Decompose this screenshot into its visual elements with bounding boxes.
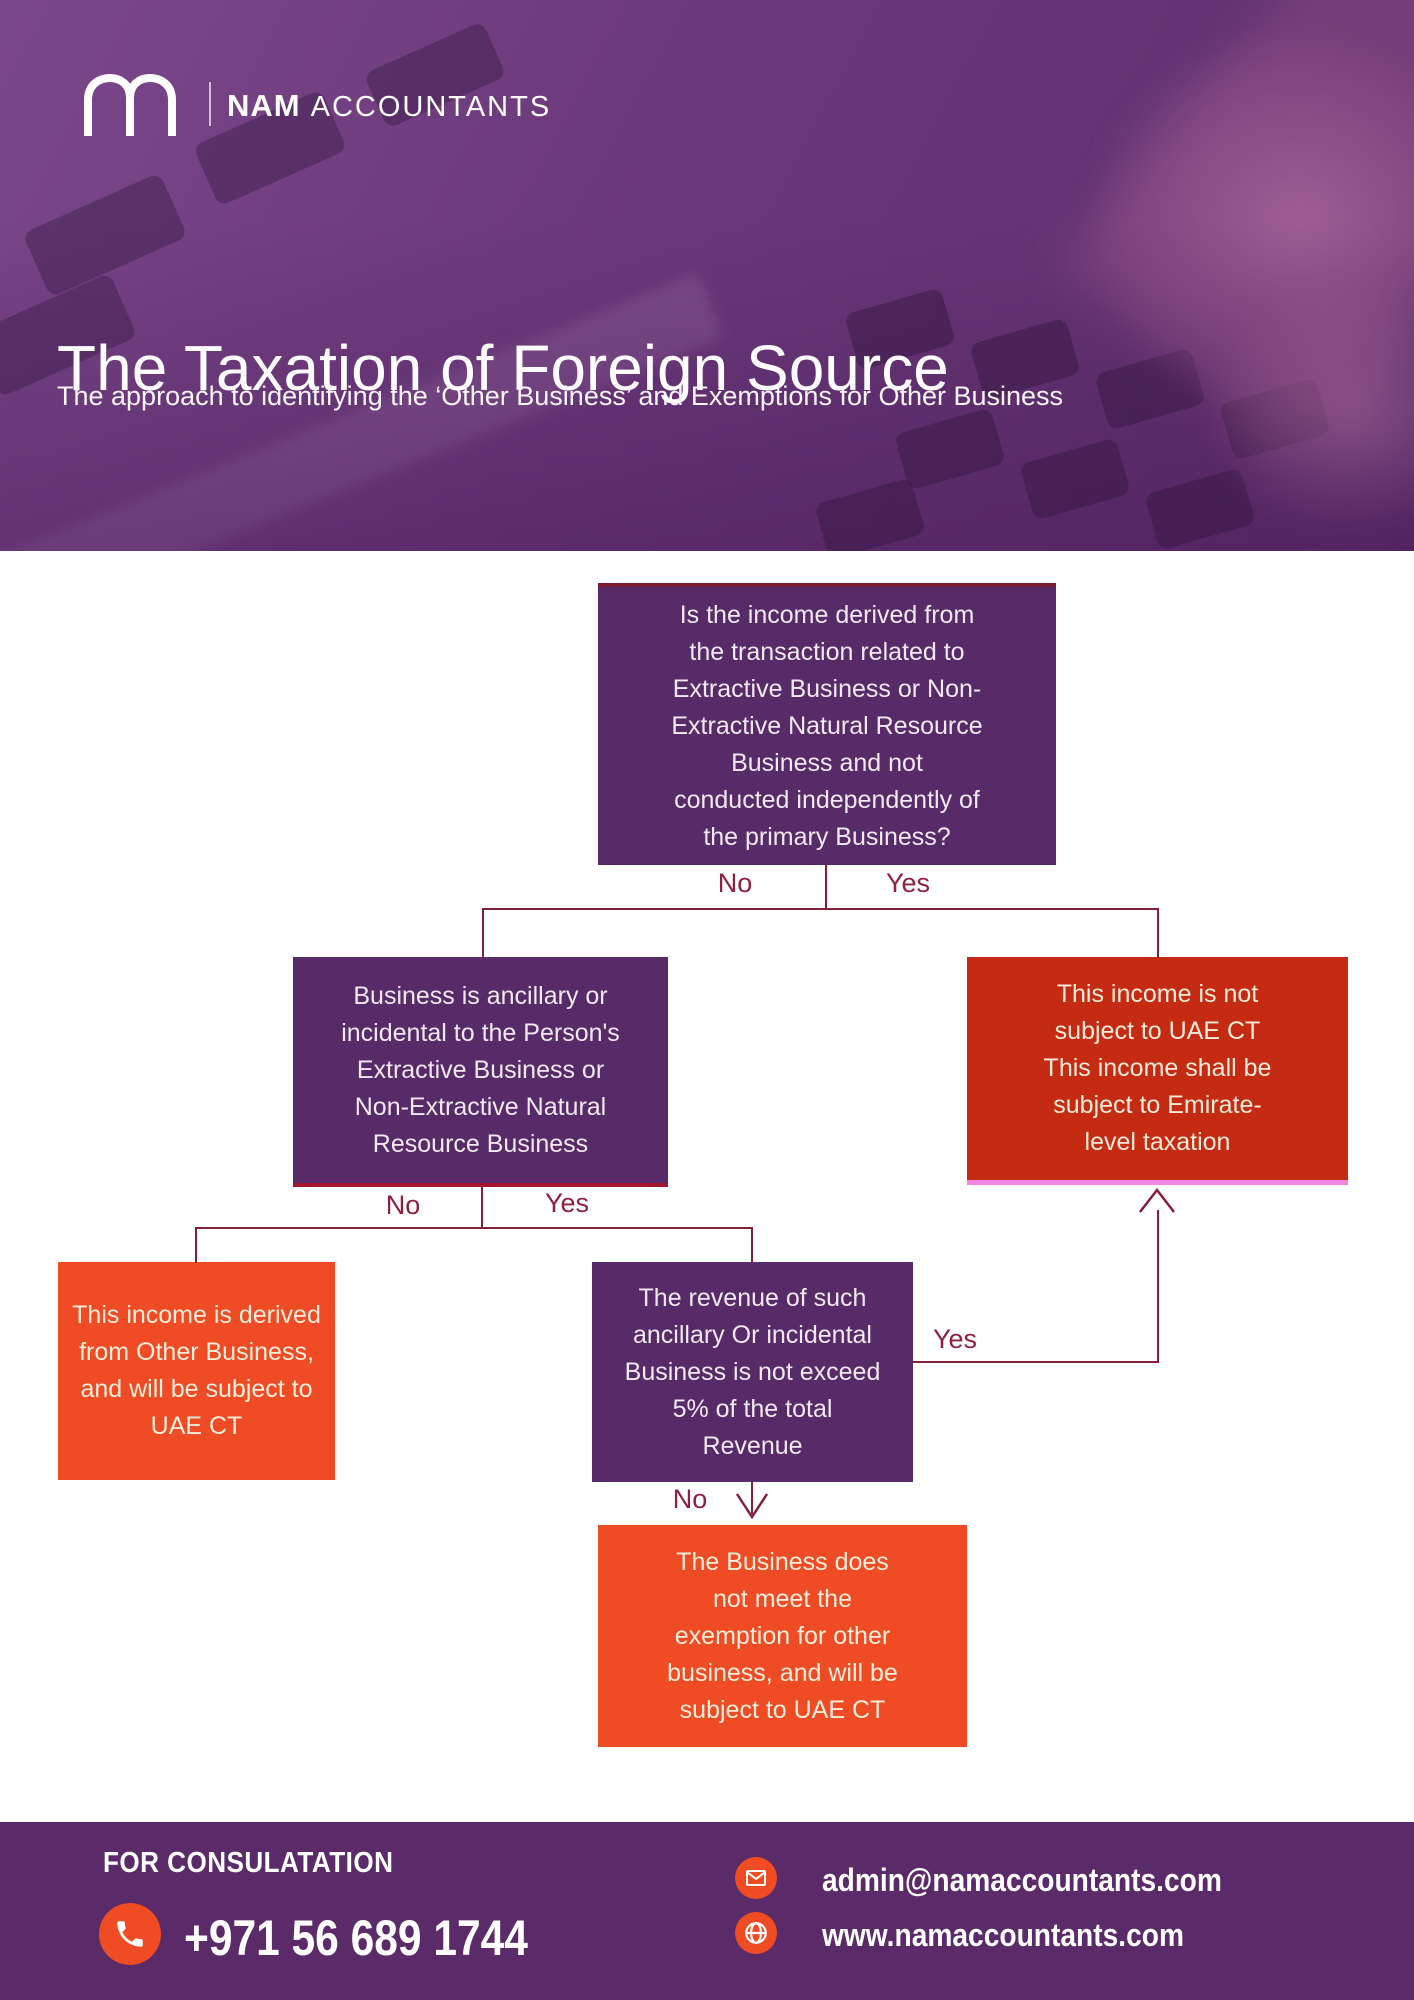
photo-calc-key: [1143, 467, 1257, 551]
header-banner: NAM ACCOUNTANTS The Taxation of Foreign …: [0, 0, 1414, 551]
page-title: The Taxation of Foreign Source Income id…: [57, 128, 949, 551]
connector-q2-down: [481, 1184, 483, 1228]
photo-calc-key: [1018, 437, 1132, 521]
arrow-up-icon: [1139, 1187, 1175, 1213]
photo-calc-key: [1093, 347, 1207, 431]
footer-bar: [0, 1822, 1414, 2000]
flow-node-not-meet: The Business does not meet the exemption…: [598, 1525, 967, 1747]
phone-glyph-icon: [117, 1921, 143, 1947]
flow-node-derived-other: This income is derived from Other Busine…: [58, 1262, 335, 1480]
photo-hand: [1080, 20, 1414, 420]
flow-node-ancillary: Business is ancillary or incidental to t…: [293, 957, 668, 1187]
connector-q1-down: [825, 865, 827, 909]
nam-logo-icon: [84, 74, 176, 136]
website-url: www.namaccountants.com: [822, 1917, 1184, 1953]
connector-q2-no-drop: [195, 1227, 197, 1263]
arrow-down-icon: [735, 1493, 769, 1520]
brand-name: NAM ACCOUNTANTS: [227, 88, 551, 124]
photo-calc-key: [1218, 377, 1332, 461]
connector-q3-no-down: [751, 1482, 753, 1514]
connector-q1-yes-drop: [1157, 908, 1159, 958]
envelope-glyph-icon: [746, 1870, 766, 1886]
email-address: admin@namaccountants.com: [822, 1862, 1222, 1898]
photo-forearm: [1054, 0, 1414, 458]
connector-q3-yes-right: [913, 1361, 1158, 1363]
consultation-heading: FOR CONSULATATION: [103, 1847, 394, 1879]
label-d2-no: No: [385, 1190, 421, 1220]
brand-name-bold: NAM: [227, 88, 301, 123]
label-d2-yes: Yes: [544, 1188, 590, 1218]
label-d3-no: No: [672, 1484, 708, 1514]
phone-icon: [99, 1903, 161, 1965]
globe-icon: [735, 1912, 777, 1954]
connector-q2-branch: [195, 1227, 753, 1229]
flow-node-question-extractive: Is the income derived from the transacti…: [598, 583, 1056, 865]
flow-node-not-subject: This income is not subject to UAE CT Thi…: [967, 957, 1348, 1185]
brand-row: NAM ACCOUNTANTS: [75, 74, 551, 136]
phone-number: +971 56 689 1744: [184, 1910, 528, 1966]
photo-hand: [1200, 280, 1414, 540]
connector-q2-yes-drop: [751, 1227, 753, 1263]
connector-q1-branch: [482, 908, 1159, 910]
email-icon: [735, 1857, 777, 1899]
connector-q3-yes-up: [1157, 1210, 1159, 1363]
connector-q1-no-drop: [482, 908, 484, 958]
page-title-line1: The Taxation of Foreign Source: [57, 332, 949, 404]
flow-node-revenue-5pct: The revenue of such ancillary Or inciden…: [592, 1262, 913, 1482]
page-subtitle: The approach to identifying the ‘Other B…: [57, 381, 1064, 411]
label-d1-yes: Yes: [885, 868, 931, 898]
brand-name-light: ACCOUNTANTS: [310, 91, 552, 123]
label-d3-yes: Yes: [932, 1324, 978, 1354]
globe-glyph-icon: [745, 1922, 767, 1944]
label-d1-no: No: [717, 868, 753, 898]
brand-divider: [209, 82, 211, 126]
